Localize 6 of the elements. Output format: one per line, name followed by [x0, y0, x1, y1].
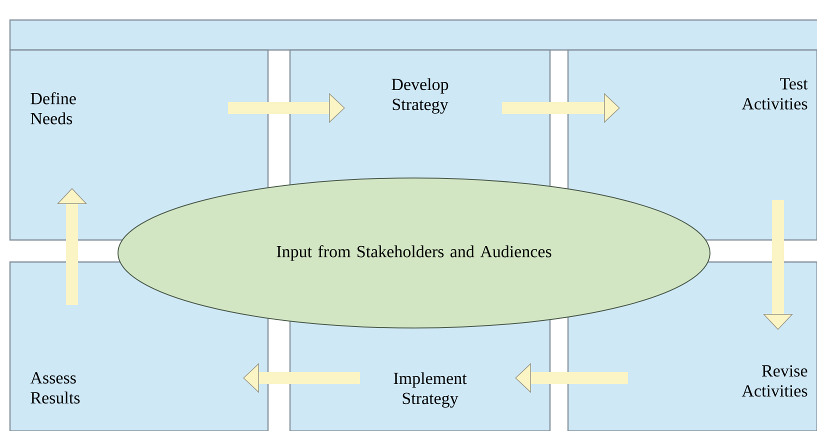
- box-label: Revise Activities: [742, 365, 808, 397]
- box-label: Implement Strategy: [394, 372, 467, 408]
- box-label: Test Activities: [742, 78, 808, 110]
- box-label: Develop Strategy: [392, 78, 448, 114]
- box-label: Define Needs: [30, 92, 76, 124]
- box-label: Assess Results: [30, 372, 80, 404]
